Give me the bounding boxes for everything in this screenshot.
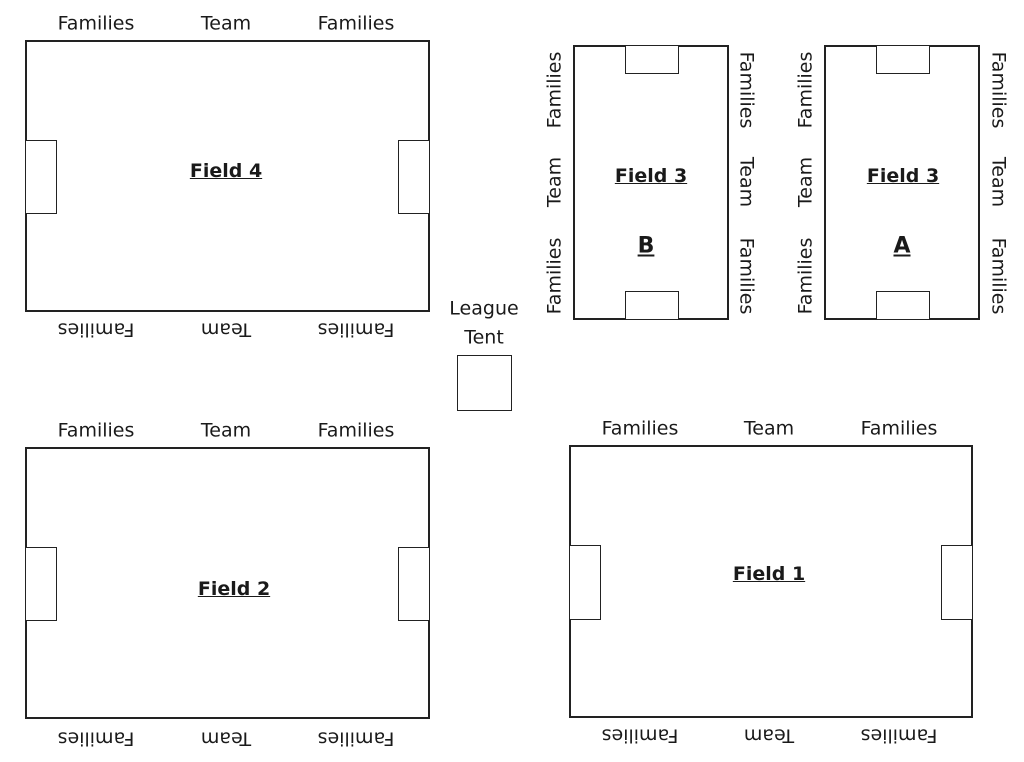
field3a-right-team: Team [987,156,1010,208]
field2-top-families-left: Families [57,419,135,442]
field1-goal-left [569,545,601,620]
field4-bottom-families-left: Families [57,318,135,341]
field3b-left-families-bottom: Families [543,237,566,315]
tent-label-line2: Tent [464,326,504,349]
field1-bottom-families-left: Families [601,724,679,747]
field4-bottom-team: Team [200,318,252,341]
field3b-right-team: Team [735,156,758,208]
field4-title: Field 4 [189,160,263,182]
field3b-left-families-top: Families [543,51,566,129]
field3a-right-families-top: Families [987,51,1010,129]
field3b-title: Field 3 [614,165,688,187]
field1-bottom-team: Team [743,724,795,747]
field1-title: Field 1 [732,563,806,585]
field4-goal-right [398,140,430,214]
field1 [569,445,973,718]
field3b-letter: B [637,233,655,259]
field2-goal-right [398,547,430,621]
tent-label-line1: League [449,297,519,320]
field3a-left-team: Team [794,156,817,208]
field4-top-families-right: Families [317,12,395,35]
field3a-right-families-bottom: Families [987,237,1010,315]
field3a-title: Field 3 [866,165,940,187]
field3b-goal-bottom [625,291,679,320]
field4-top-families-left: Families [57,12,135,35]
field1-top-team: Team [743,417,795,440]
field4-bottom-families-right: Families [317,318,395,341]
field3b-right-families-top: Families [735,51,758,129]
field2-top-team: Team [200,419,252,442]
field2-title: Field 2 [197,578,271,600]
field3a-letter: A [893,233,911,259]
field2 [25,447,430,719]
field4 [25,40,430,312]
field3a-goal-bottom [876,291,930,320]
field1-bottom-families-right: Families [860,724,938,747]
field2-bottom-families-right: Families [317,727,395,750]
field3b-left-team: Team [543,156,566,208]
field4-goal-left [25,140,57,214]
field2-bottom-families-left: Families [57,727,135,750]
field2-goal-left [25,547,57,621]
field3b [573,45,729,320]
league-tent [457,355,512,411]
field3b-right-families-bottom: Families [735,237,758,315]
field3b-goal-top [625,45,679,74]
field2-top-families-right: Families [317,419,395,442]
field1-top-families-right: Families [860,417,938,440]
field3a-goal-top [876,45,930,74]
field4-top-team: Team [200,12,252,35]
field3a-left-families-top: Families [794,51,817,129]
field1-goal-right [941,545,973,620]
field3a [824,45,980,320]
field3a-left-families-bottom: Families [794,237,817,315]
field2-bottom-team: Team [200,727,252,750]
field1-top-families-left: Families [601,417,679,440]
